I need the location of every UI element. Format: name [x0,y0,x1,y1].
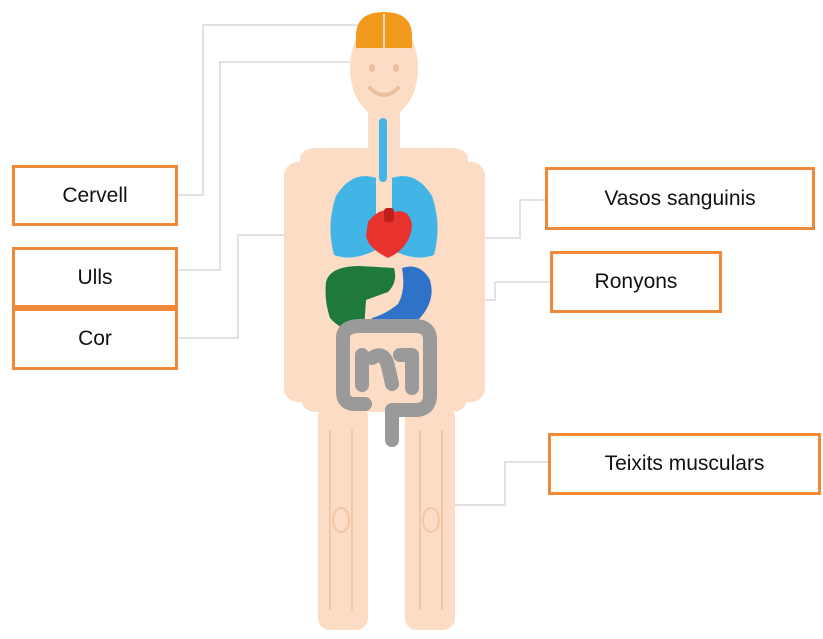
right-arm [455,162,485,402]
eye-icon [369,64,375,72]
label-ulls: Ulls [12,247,178,308]
left-arm [284,162,314,402]
eye-icon [393,64,399,72]
right-leg [405,405,455,630]
trachea-icon [379,118,387,182]
label-teixits-musculars: Teixits musculars [548,433,821,495]
label-cervell: Cervell [12,165,178,226]
label-vasos-sanguinis: Vasos sanguinis [545,167,815,230]
connector-teixits [455,462,548,505]
left-leg [318,405,368,630]
label-ronyons: Ronyons [550,251,722,313]
label-cor: Cor [12,308,178,370]
aorta-icon [384,208,394,222]
